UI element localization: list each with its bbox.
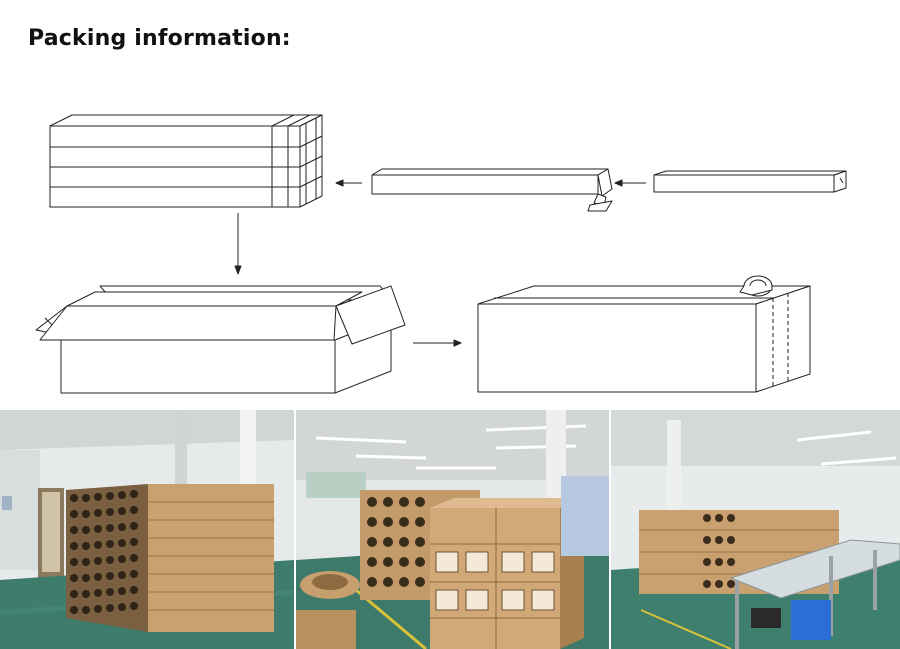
arrow-carton-to-sealed (413, 339, 462, 347)
sealed-carton (477, 285, 811, 393)
warehouse-photos (0, 410, 900, 649)
stacked-bundle (49, 114, 323, 208)
arrow-open-to-stack (335, 179, 362, 187)
photo-warehouse-left (0, 410, 294, 649)
single-tube-box (653, 170, 847, 193)
arrow-stack-to-carton (234, 213, 242, 275)
open-carton (35, 285, 406, 394)
packing-diagram (35, 114, 847, 394)
page-title: Packing information: (28, 26, 291, 51)
open-end-tube-box (371, 168, 613, 212)
packing-table (729, 539, 900, 649)
pallet-stack (296, 476, 609, 649)
arrow-tube-to-open (614, 179, 646, 187)
photo-warehouse-right (611, 410, 900, 649)
photo-warehouse-center (296, 410, 609, 649)
tape-roll-icon (739, 275, 773, 297)
carton-stack (66, 484, 274, 632)
